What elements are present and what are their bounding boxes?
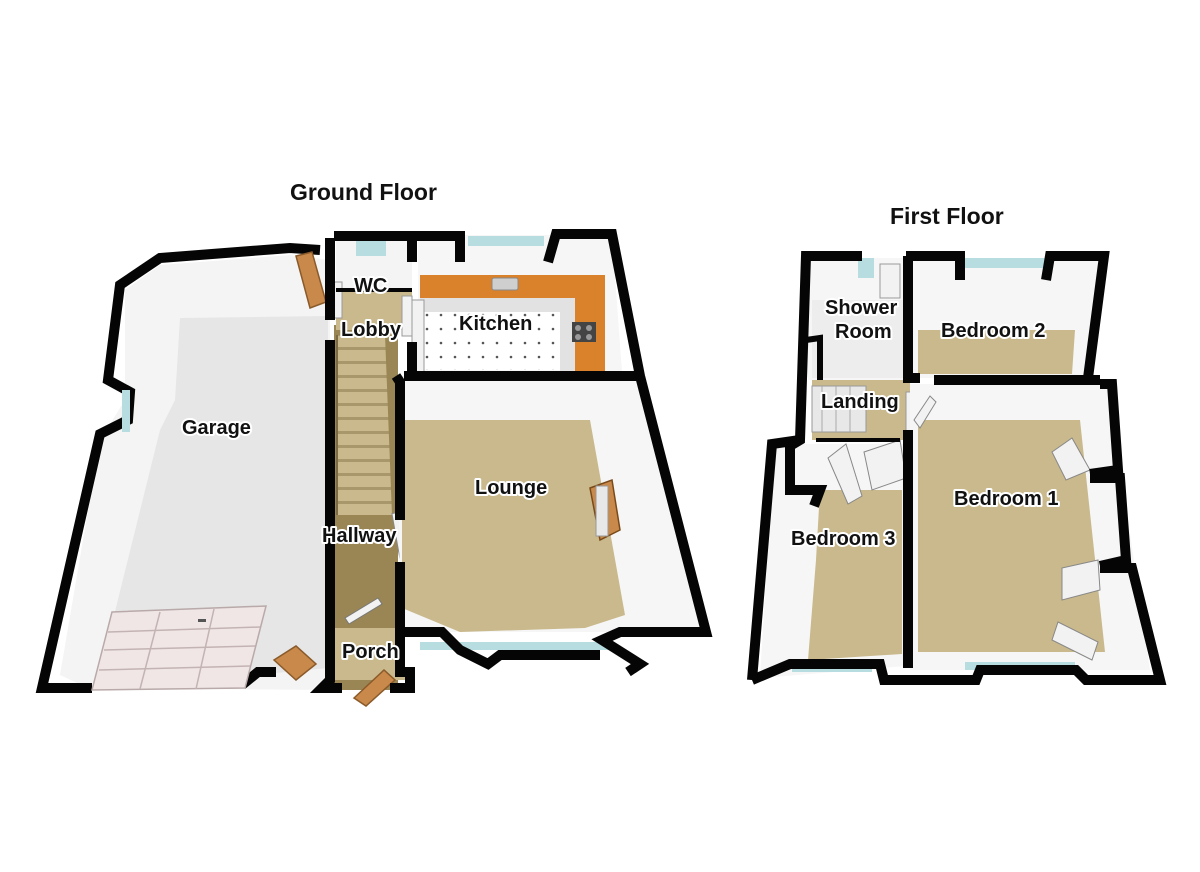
label-bedroom-3: Bedroom 3	[791, 528, 895, 550]
wc-floor	[336, 238, 412, 290]
porch-floor	[330, 628, 405, 680]
ground-floor-labels: Garage WC Lobby Kitchen Lounge Hallway P…	[180, 273, 549, 665]
label-porch: Porch	[342, 641, 399, 663]
label-lobby: Lobby	[341, 319, 402, 341]
kitchen-counter	[420, 275, 605, 372]
first-floor-labels: Shower Room Bedroom 2 Landing Bedroom 1 …	[789, 295, 1060, 552]
garage-room	[35, 242, 330, 693]
kitchen-units	[420, 298, 575, 372]
label-room: Room	[835, 321, 892, 343]
bedroom-1-door	[913, 395, 937, 429]
label-hallway: Hallway	[322, 525, 397, 547]
bedroom-1-room	[910, 384, 1150, 670]
bedroom-3-door	[827, 443, 863, 505]
porch-front-door	[352, 668, 397, 707]
label-bedroom-1: Bedroom 1	[954, 488, 1058, 510]
first-floor-title: First Floor	[890, 203, 1004, 229]
staircase	[337, 335, 392, 515]
bedroom-3-floor	[808, 490, 902, 660]
shower-room-floor	[812, 300, 904, 378]
bedroom-1-floor	[918, 420, 1105, 652]
kitchen-room	[411, 235, 622, 427]
bedroom-1-wardrobe-2	[1061, 559, 1101, 601]
lobby-floor	[336, 292, 412, 330]
lounge-floor	[402, 420, 625, 632]
ground-floor-title: Ground Floor	[290, 179, 437, 205]
wc-lobby-rooms	[333, 238, 413, 337]
bedroom-2-room	[908, 258, 1100, 378]
garage-wall	[35, 242, 321, 693]
label-shower: Shower	[825, 297, 897, 319]
ground-floor-walls	[309, 229, 713, 693]
hallway-room	[330, 325, 415, 707]
garage-floor	[98, 316, 328, 680]
label-garage: Garage	[182, 417, 251, 439]
ground-floor-plan: Garage WC Lobby Kitchen Lounge Hallway P…	[35, 229, 713, 707]
garage-front-side-door	[272, 645, 318, 681]
label-landing: Landing	[821, 391, 899, 413]
lounge-room	[398, 376, 708, 650]
label-lounge: Lounge	[475, 477, 547, 499]
porch-inner-door	[344, 597, 383, 625]
bedroom-3-room	[760, 439, 907, 678]
first-floor-walls	[747, 251, 1167, 685]
bedroom-1-wardrobe-3	[1051, 621, 1099, 661]
first-floor-plan: Shower Room Bedroom 2 Landing Bedroom 1 …	[747, 251, 1167, 685]
shower-room	[808, 258, 906, 380]
label-kitchen: Kitchen	[459, 313, 532, 335]
bedroom-2-floor	[918, 330, 1075, 374]
label-wc: WC	[354, 275, 387, 297]
label-bedroom-2: Bedroom 2	[941, 320, 1045, 342]
